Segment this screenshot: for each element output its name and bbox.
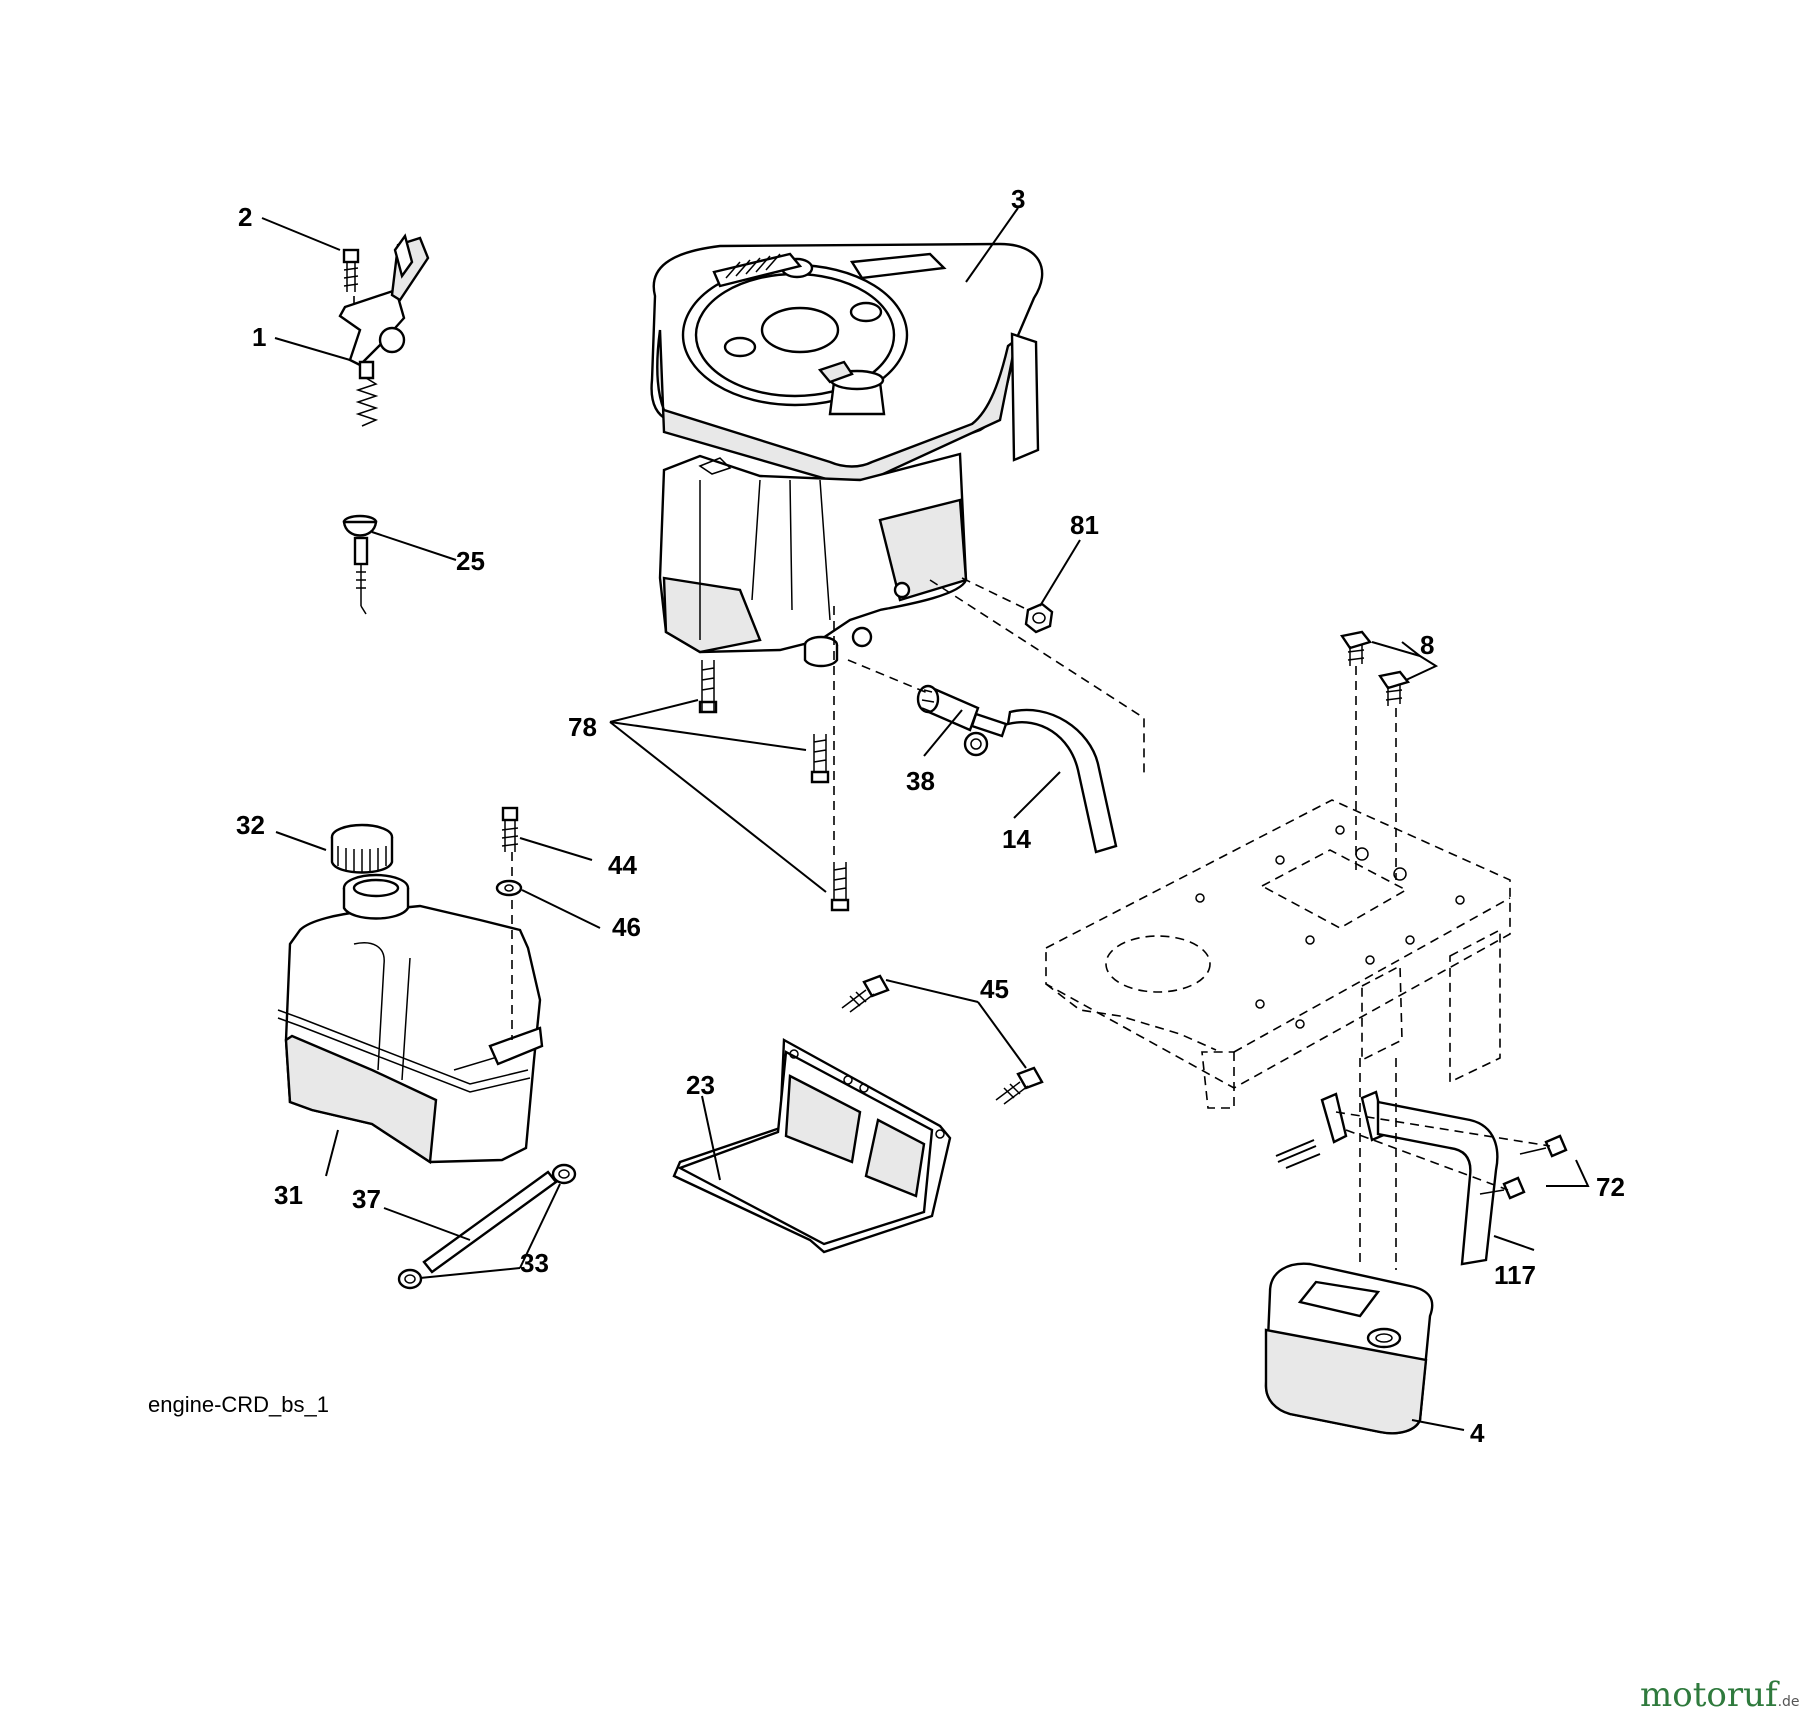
- callout-2: 2: [238, 202, 252, 232]
- throttle-control-part: [338, 233, 430, 427]
- callout-8: 8: [1420, 630, 1434, 660]
- callout-25: 25: [456, 546, 485, 576]
- callout-81: 81: [1070, 510, 1099, 540]
- fuel-filter-part: [916, 684, 1008, 757]
- svg-text:motoruf.de: motoruf.de: [1640, 1675, 1800, 1715]
- callout-33: 33: [520, 1248, 549, 1278]
- callout-78: 78: [568, 712, 597, 742]
- assembly-lines: [353, 296, 1551, 1270]
- callout-37: 37: [352, 1184, 381, 1214]
- chassis-bolts-part: [1340, 630, 1411, 706]
- callout-117: 117: [1494, 1260, 1536, 1290]
- nut-part: [1024, 602, 1054, 634]
- callout-3: 3: [1011, 184, 1025, 214]
- watermark-text-suffix: .de: [1778, 1694, 1800, 1710]
- callout-72: 72: [1596, 1172, 1625, 1202]
- screw-washer-part: [495, 806, 523, 897]
- engine-part: [650, 242, 1044, 668]
- leader-lines: [261, 207, 1590, 1431]
- choke-knob-part: [342, 514, 378, 615]
- callout-14: 14: [1002, 824, 1031, 854]
- watermark-logo: motoruf.de: [1640, 1675, 1800, 1715]
- callout-32: 32: [236, 810, 265, 840]
- bolts-part: [698, 660, 850, 912]
- fuel-hose-part: [1006, 708, 1118, 854]
- callout-labels: 2 1 3 25 81 8 78 38 14 32 44 46 45 23 31…: [236, 184, 1625, 1448]
- fuel-line-part: [397, 1163, 577, 1290]
- callout-38: 38: [906, 766, 935, 796]
- callout-45: 45: [980, 974, 1009, 1004]
- heat-shield-part: [672, 974, 1044, 1254]
- fuel-cap-part: [330, 823, 394, 874]
- callout-23: 23: [686, 1070, 715, 1100]
- fuel-tank-part: [277, 873, 544, 1165]
- callout-1: 1: [252, 322, 266, 352]
- chassis-plate-outline: [1045, 799, 1511, 1109]
- diagram-caption: engine-CRD_bs_1: [148, 1392, 329, 1417]
- callout-31: 31: [274, 1180, 303, 1210]
- callout-46: 46: [612, 912, 641, 942]
- callout-44: 44: [608, 850, 637, 880]
- watermark-text-main: motoruf: [1640, 1675, 1780, 1715]
- callout-4: 4: [1470, 1418, 1485, 1448]
- exhaust-part: [1264, 1090, 1568, 1435]
